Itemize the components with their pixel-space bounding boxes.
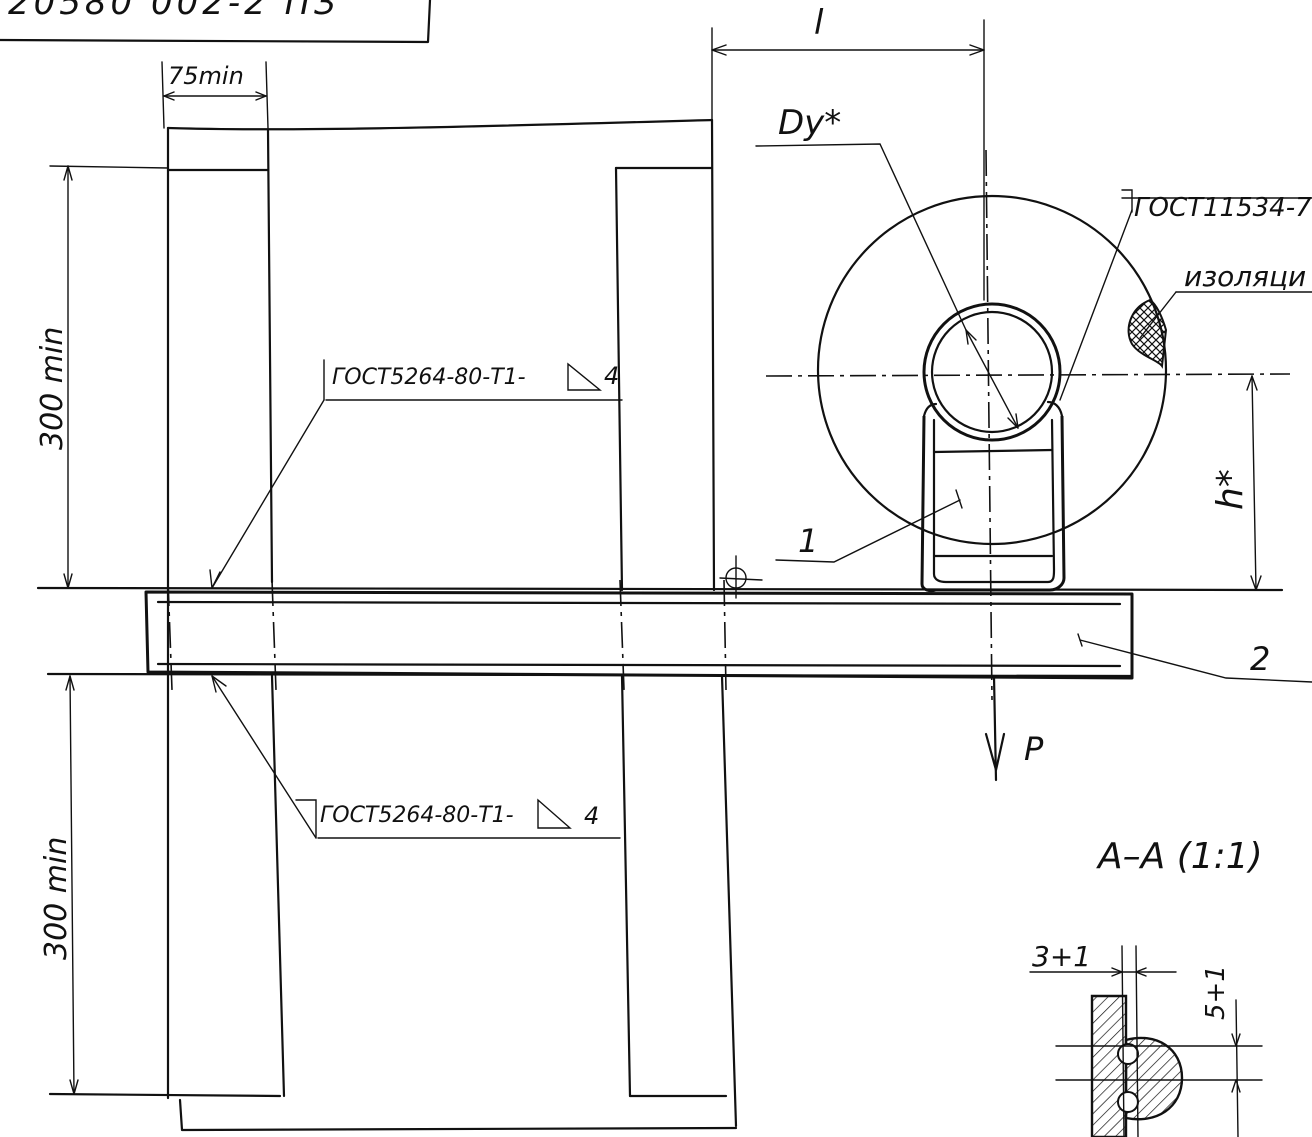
dim-height-lower: 300 min: [39, 675, 79, 1095]
support-clamp: [920, 400, 1066, 593]
part-2-label: 2: [1250, 640, 1270, 678]
title-block-text: 20580 002-2 ПЗ: [8, 0, 340, 23]
dim-width-label: 75min: [168, 62, 244, 90]
section-dim-height: 5+1: [1201, 965, 1231, 1020]
weld-callout-lower-label: ГОСТ5264-80-Т1-: [320, 803, 514, 828]
dim-pipe-diameter-label: Dy*: [778, 103, 841, 143]
section-view: А–А (1:1) 3+1 5+1: [1029, 836, 1263, 1137]
weld-callout-upper-leg: 4: [604, 362, 619, 390]
part-2-callout: 2: [1077, 633, 1312, 683]
insulation-hatch: [1127, 298, 1168, 369]
dim-length-label: l: [814, 3, 824, 43]
part-1-callout: 1: [775, 489, 963, 563]
dim-height-h-label: h*: [1210, 469, 1251, 510]
dim-pipe-diameter: Dy*: [755, 103, 1019, 429]
beam: [36, 555, 1284, 691]
title-block: 20580 002-2 ПЗ: [0, 0, 432, 44]
dim-length: l: [711, 3, 985, 301]
dim-height-upper: 300 min: [35, 165, 169, 589]
insulation-callout: изоляци: [1139, 260, 1312, 339]
weld-callout-pipe: ГОСТ11534-7: [1059, 189, 1312, 401]
load-arrow: P: [984, 674, 1044, 782]
left-member: [166, 118, 738, 1132]
insulation-label: изоляци: [1184, 260, 1306, 293]
dim-width: 75min: [161, 61, 269, 129]
section-dim-gap: 3+1: [1032, 940, 1091, 973]
dim-height-lower-label: 300 min: [39, 837, 74, 960]
dim-height-h: h*: [1210, 375, 1262, 591]
right-member: [48, 118, 738, 1128]
section-title: А–А (1:1): [1096, 836, 1263, 877]
weld-callout-lower-leg: 4: [584, 802, 599, 830]
pipe-assembly: [765, 149, 1291, 701]
weld-callout-upper-label: ГОСТ5264-80-Т1-: [332, 365, 526, 390]
weld-callout-upper: ГОСТ5264-80-Т1- 4: [209, 359, 623, 589]
load-label: P: [1024, 730, 1044, 768]
part-1-label: 1: [798, 522, 818, 560]
weld-callout-pipe-label: ГОСТ11534-7: [1134, 193, 1312, 223]
dim-height-upper-label: 300 min: [35, 327, 70, 450]
weld-callout-lower: ГОСТ5264-80-Т1- 4: [211, 675, 621, 839]
